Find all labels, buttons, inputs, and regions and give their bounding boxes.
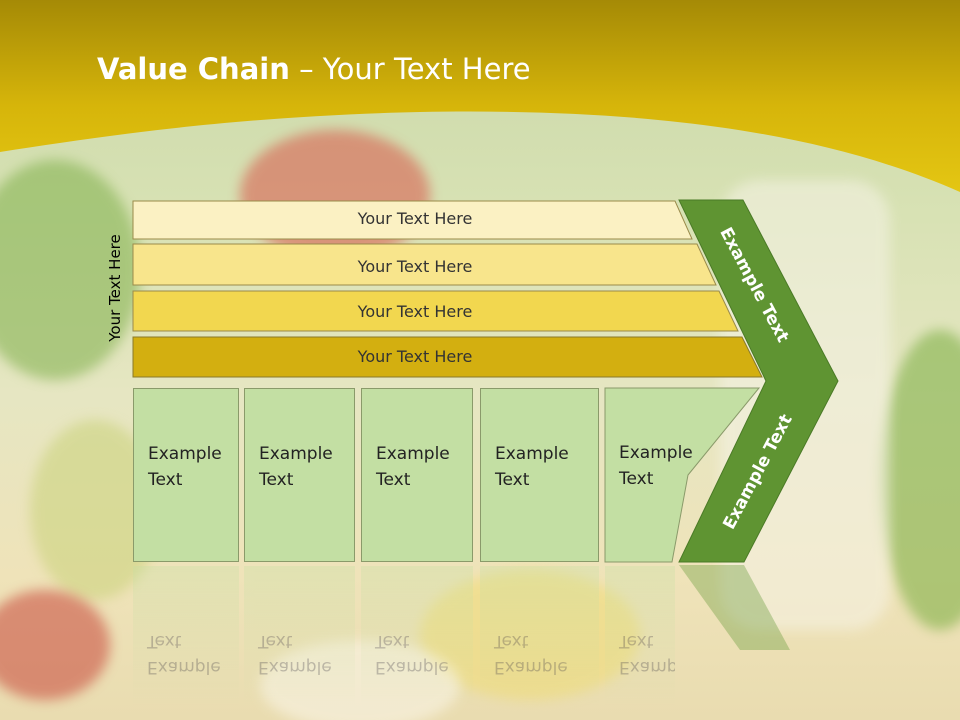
background-eggs bbox=[260, 640, 460, 720]
margin-arrow-reflection bbox=[679, 565, 790, 650]
header-band bbox=[0, 0, 960, 192]
activity-4-line2: Text bbox=[495, 470, 530, 490]
activity-3-line1: Example bbox=[376, 444, 450, 464]
support-row-3 bbox=[132, 290, 739, 332]
activity-box-5-shape bbox=[604, 387, 761, 563]
support-row-2-label: Your Text Here bbox=[357, 257, 473, 276]
title-bold: Value Chain bbox=[97, 52, 290, 86]
activity-5-line1: Example bbox=[619, 443, 693, 463]
activity-1-line2: Text bbox=[148, 470, 183, 490]
support-row-4-label: Your Text Here bbox=[357, 347, 473, 366]
activity-1-line1: Example bbox=[148, 444, 222, 464]
support-row-2 bbox=[132, 243, 717, 286]
activity-5-line2: Text bbox=[619, 469, 654, 489]
support-row-3-label: Your Text Here bbox=[357, 302, 473, 321]
activity-4-line1: Example bbox=[495, 444, 569, 464]
support-row-1 bbox=[132, 200, 693, 240]
activity-2-line2: Text bbox=[259, 470, 294, 490]
background-tomato bbox=[0, 590, 110, 700]
margin-arrow bbox=[678, 199, 839, 563]
background-vegetable-green bbox=[0, 160, 140, 380]
activity-2-line1: Example bbox=[259, 444, 333, 464]
support-row-1-label: Your Text Here bbox=[357, 209, 473, 228]
support-row-4 bbox=[132, 336, 763, 378]
slide-title: Value Chain – Your Text Here bbox=[97, 52, 531, 86]
activity-3-line2: Text bbox=[376, 470, 411, 490]
title-rest: – Your Text Here bbox=[289, 52, 531, 86]
